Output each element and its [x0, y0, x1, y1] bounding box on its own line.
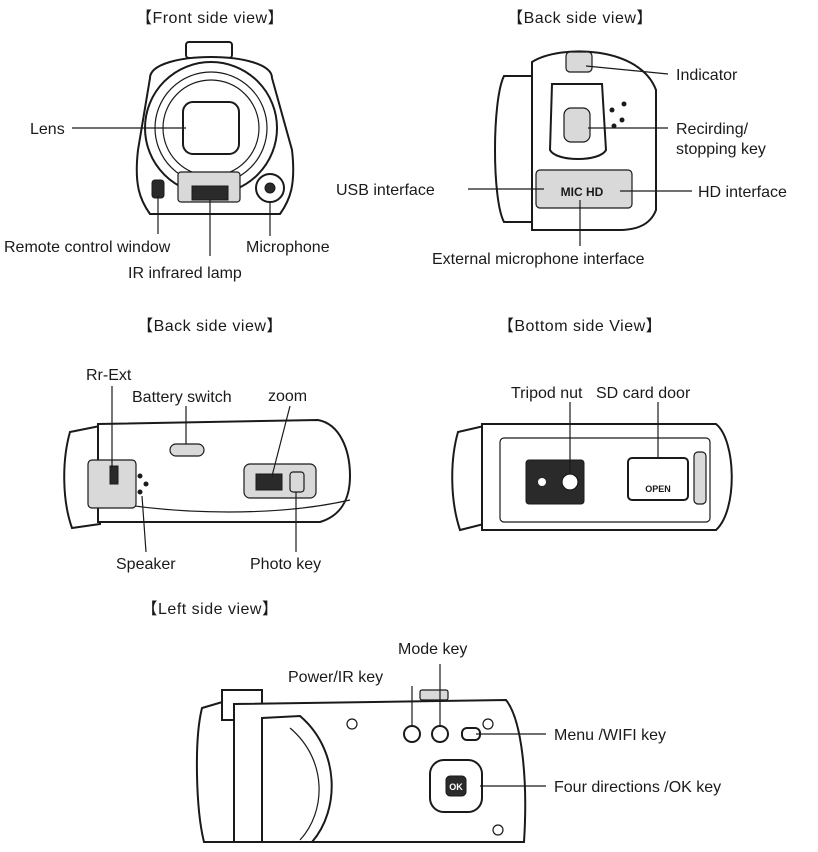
recording-stop-key — [563, 107, 591, 143]
four-directions-ok-key-label: Four directions /OK key — [554, 779, 721, 796]
ok-marking: OK — [449, 782, 463, 792]
speaker-hole — [137, 473, 143, 479]
speaker-hole — [609, 107, 615, 113]
power-ir-key-label: Power/IR key — [288, 669, 383, 686]
speaker-hole — [611, 123, 617, 129]
speaker-hole — [143, 481, 149, 487]
speaker-leader — [141, 495, 147, 553]
indicator-light — [565, 51, 593, 73]
microphone-center — [264, 182, 276, 194]
bottom-view-camera: OPEN — [451, 423, 733, 532]
ir-infrared-lamp-label: IR infrared lamp — [128, 265, 242, 282]
top-button — [419, 689, 449, 701]
bottom-latch — [693, 451, 707, 505]
back-view-camera: MIC HD — [494, 50, 657, 231]
left-view-title: 【Left side view】 — [142, 601, 279, 618]
front-view-title: 【Front side view】 — [136, 10, 284, 27]
menu-wifi-key-label: Menu /WIFI key — [554, 727, 666, 744]
speaker-hole — [137, 489, 143, 495]
back-view-2-camera — [63, 418, 352, 530]
zoom-lever — [255, 473, 283, 491]
speaker-hole — [621, 101, 627, 107]
mode-key-label: Mode key — [398, 641, 467, 658]
usb-interface-label: USB interface — [336, 182, 435, 199]
hd-interface-label: HD interface — [698, 184, 787, 201]
rr-ext-label: Rr-Ext — [86, 367, 132, 384]
bottom-view-title: 【Bottom side View】 — [498, 318, 662, 335]
ok-key — [445, 775, 467, 797]
remote-control-window-label: Remote control window — [4, 239, 171, 256]
speaker-hole — [619, 117, 625, 123]
recording-key-label-line1: Recirding/ — [676, 121, 749, 138]
screw — [346, 718, 358, 730]
back-view-title: 【Back side view】 — [507, 10, 653, 27]
lcd-panel-closed — [494, 75, 537, 223]
tripod-nut-label: Tripod nut — [511, 385, 583, 402]
photo-key — [289, 471, 305, 493]
front-view-camera — [135, 41, 295, 215]
back-view-title-2: 【Back side view】 — [137, 318, 283, 335]
battery-switch-label: Battery switch — [132, 389, 232, 406]
speaker-label: Speaker — [116, 556, 176, 573]
lcd-strap — [289, 727, 320, 841]
recording-key-label-line2: stopping key — [676, 141, 766, 158]
mic-hd-marking: MIC HD — [561, 185, 604, 199]
microphone-label: Microphone — [246, 239, 330, 256]
tripod-pin-hole — [538, 478, 546, 486]
left-lens — [195, 696, 237, 843]
power-ir-key — [403, 725, 421, 743]
left-view-camera: OK — [195, 689, 527, 843]
rr-ext-port — [109, 465, 119, 485]
photo-key-label: Photo key — [250, 556, 321, 573]
lens-glass — [182, 101, 240, 155]
open-marking: OPEN — [645, 484, 671, 494]
screw — [492, 824, 504, 836]
sd-card-door-label: SD card door — [596, 385, 691, 402]
indicator-leader — [585, 65, 669, 75]
battery-switch — [169, 443, 205, 457]
indicator-label: Indicator — [676, 67, 738, 84]
bottom-panel — [499, 437, 711, 523]
external-microphone-interface-label: External microphone interface — [432, 251, 645, 268]
screw — [482, 718, 494, 730]
lens-label: Lens — [30, 121, 65, 138]
top-mount — [185, 41, 233, 59]
remote-window — [151, 179, 165, 199]
lens-bottom — [451, 424, 485, 532]
tripod-nut — [561, 473, 579, 491]
zoom-label: zoom — [268, 388, 307, 405]
lcd-hinge — [261, 714, 333, 843]
zoom-leader — [271, 405, 291, 477]
ir-lamp — [191, 185, 229, 201]
mode-key — [431, 725, 449, 743]
